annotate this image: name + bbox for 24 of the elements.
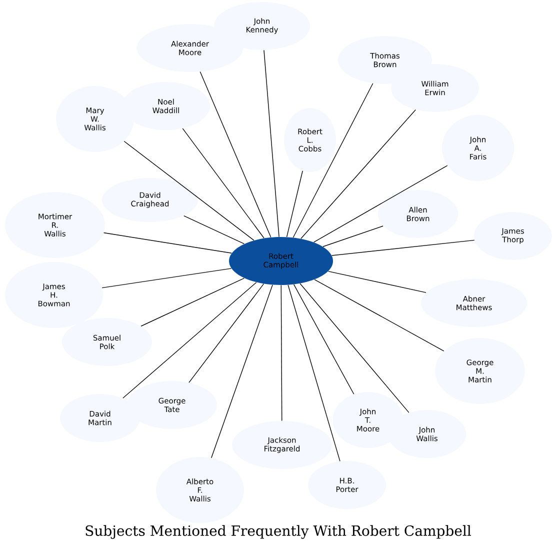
connector-line (293, 284, 354, 394)
connector-line (122, 282, 257, 398)
connector-line (328, 270, 426, 293)
connector-line (188, 283, 264, 383)
connector-line (182, 128, 264, 238)
connector-line (140, 278, 245, 326)
chart-title: Subjects Mentioned Frequently With Robert Campbell (86, 525, 471, 539)
connector-line (184, 215, 245, 244)
connector-line (288, 284, 340, 462)
connector-line (332, 240, 475, 256)
connector-line (300, 283, 410, 413)
connector-line (314, 279, 444, 352)
connector-line (280, 284, 282, 422)
connector-line (292, 83, 374, 238)
connector-line (124, 140, 254, 241)
connector-line (211, 284, 273, 458)
connector-line (313, 165, 448, 243)
connector-line (264, 50, 280, 238)
connector-line (103, 232, 232, 254)
connector-line (300, 109, 416, 239)
connector-line (286, 170, 303, 238)
connector-line (102, 268, 232, 288)
connector-line (322, 226, 384, 247)
connector-line (200, 71, 272, 238)
